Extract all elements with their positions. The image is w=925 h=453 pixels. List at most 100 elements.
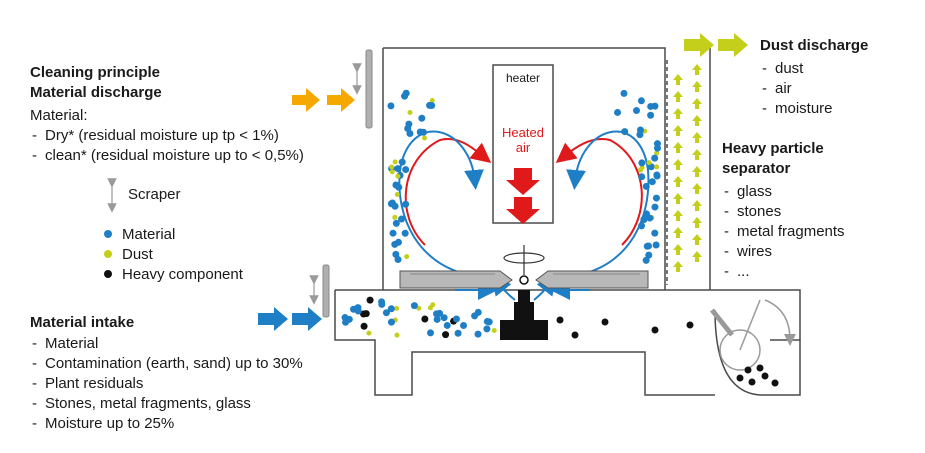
material-particle <box>401 229 409 237</box>
material-particle <box>651 203 659 211</box>
dust-particle <box>389 169 395 175</box>
dust-flow-arrow-icon <box>673 227 683 238</box>
dust-flow-arrow-icon <box>673 91 683 102</box>
list-item: wires <box>722 242 845 262</box>
material-particle <box>652 194 660 202</box>
material-particle <box>646 214 654 222</box>
dust-flow-arrow-icon <box>692 166 702 177</box>
dust-particle <box>421 135 427 141</box>
dust-particle <box>427 305 433 311</box>
dust-flow-arrow-icon <box>673 176 683 187</box>
scraper-arrows <box>107 63 362 305</box>
material-label: Material: <box>30 107 88 124</box>
material-particle <box>392 181 400 189</box>
list-item: Moisture up to 25% <box>30 414 303 434</box>
heavy-particle <box>686 321 694 329</box>
material-particle <box>391 240 399 248</box>
material-particle <box>428 102 436 110</box>
list-item: Plant residuals <box>30 374 303 394</box>
material-particle <box>654 144 662 152</box>
dust-flow-arrow-icon <box>692 217 702 228</box>
dust-flow-arrow-icon <box>692 183 702 194</box>
material-particle <box>642 182 650 190</box>
material-particle <box>378 300 386 308</box>
dust-flow-arrow-icon <box>692 149 702 160</box>
list-item: metal fragments <box>722 222 845 242</box>
heated-air-label-line2: air <box>516 140 531 155</box>
material-particle <box>648 178 656 186</box>
material-particle <box>387 318 395 326</box>
material-particle <box>643 242 651 250</box>
legend-material-label: Material <box>122 226 176 243</box>
list-item: Contamination (earth, sand) up to 30% <box>30 354 303 374</box>
heavy-dot-icon <box>104 270 112 278</box>
heavy-particle <box>651 326 659 334</box>
heavy-particle <box>360 322 368 330</box>
dust-flow-arrow-icon <box>673 108 683 119</box>
material-particle <box>474 308 482 316</box>
material-intake-title: Material intake <box>30 314 135 331</box>
dust-flow-arrow-icon <box>692 132 702 143</box>
material-particle <box>418 114 426 122</box>
material-dot-icon <box>104 230 112 238</box>
dust-particle <box>654 164 660 170</box>
legend-heavy: Heavy component <box>104 265 243 285</box>
material-particle <box>392 250 400 258</box>
list-item: ... <box>722 262 845 282</box>
list-item: glass <box>722 182 845 202</box>
material-particle <box>620 89 628 97</box>
material-particle <box>402 166 410 174</box>
dust-particle <box>394 192 400 198</box>
dust-flow-arrow-icon <box>673 261 683 272</box>
dust-particle <box>392 159 398 165</box>
drive-shaft <box>500 275 548 340</box>
dust-flow-arrow-icon <box>673 193 683 204</box>
dust-discharge-arrows <box>684 33 748 57</box>
dust-particle <box>366 330 372 336</box>
heavy-particle <box>421 315 429 323</box>
dust-discharge-list: dust air moisture <box>760 59 833 119</box>
material-particle <box>382 309 390 317</box>
heavy-particle <box>736 374 744 382</box>
dust-particle <box>491 328 497 334</box>
material-particle <box>388 199 396 207</box>
heavy-particle <box>366 296 374 304</box>
material-particle <box>454 329 462 337</box>
material-particle <box>387 305 395 313</box>
dust-flow-arrow-icon <box>692 115 702 126</box>
material-particle <box>637 97 645 105</box>
material-particle <box>436 309 444 317</box>
material-particle <box>419 128 427 136</box>
legend-heavy-label: Heavy component <box>122 266 243 283</box>
material-particle <box>443 321 451 329</box>
material-particle <box>342 318 350 326</box>
dust-flow-arrow-icon <box>692 200 702 211</box>
dust-particle <box>394 305 400 311</box>
legend-scraper: Scraper <box>128 185 181 205</box>
material-particle <box>653 171 661 179</box>
cleaning-principle-title: Cleaning principle <box>30 64 161 81</box>
material-particle <box>387 102 395 110</box>
material-particle <box>651 229 659 237</box>
heavy-particle <box>571 331 579 339</box>
material-particle <box>392 219 400 227</box>
material-particle <box>398 158 406 166</box>
dust-particle <box>395 173 401 179</box>
heavy-particle <box>771 379 779 387</box>
heated-air-arrows <box>506 168 540 224</box>
material-particle <box>638 173 646 181</box>
rotor-blades <box>399 270 649 289</box>
material-particle <box>474 330 482 338</box>
separator-title-line1: Heavy particle <box>722 140 824 157</box>
heavy-particle <box>744 366 752 374</box>
material-particle <box>404 125 412 133</box>
dust-flow-arrow-icon <box>673 142 683 153</box>
heated-air-label-line1: Heated <box>502 125 544 140</box>
material-particle <box>647 102 655 110</box>
material-particle <box>433 315 441 323</box>
list-item: Dry* (residual moisture up tp < 1%) <box>30 126 304 146</box>
list-item: Stones, metal fragments, glass <box>30 394 303 414</box>
list-item: stones <box>722 202 845 222</box>
dust-flow-arrow-icon <box>673 159 683 170</box>
